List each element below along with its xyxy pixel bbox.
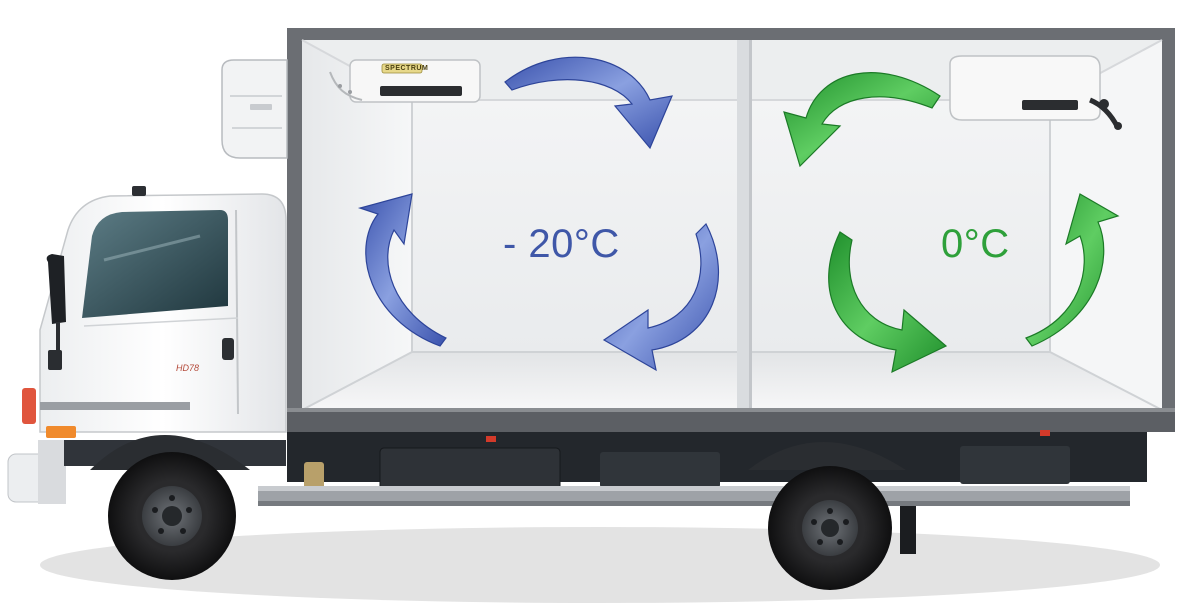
indicator-light-icon	[46, 426, 76, 438]
chill-arrow-bottom-icon	[828, 231, 948, 374]
chill-airflow-arrows	[783, 72, 1120, 374]
chill-arrow-right-icon	[1025, 193, 1120, 347]
chill-arrow-top-icon	[783, 72, 941, 168]
cold-arrow-bottom-icon	[602, 222, 720, 372]
front-wheel	[90, 435, 250, 580]
headlight-icon	[22, 388, 36, 424]
cargo-box	[287, 28, 1175, 432]
right-evaporator	[949, 55, 1122, 130]
left-compartment-temperature: - 20°C	[503, 222, 620, 266]
cold-arrow-left-icon	[357, 193, 447, 347]
refrigeration-unit	[221, 59, 288, 159]
evaporator-brand-label: SPECTRUM	[385, 65, 429, 72]
side-mirror-icon	[46, 254, 66, 324]
truck-model-label: HD78	[176, 363, 200, 373]
right-compartment-temperature: 0°C	[941, 222, 1010, 266]
left-evaporator	[329, 59, 481, 103]
chassis	[258, 430, 1147, 554]
rear-wheel	[748, 442, 906, 590]
compartment-divider	[737, 40, 751, 412]
cab-window	[82, 210, 228, 318]
cold-arrow-top-icon	[504, 56, 673, 150]
truck-cab	[7, 186, 287, 504]
cold-airflow-arrows	[357, 56, 720, 372]
